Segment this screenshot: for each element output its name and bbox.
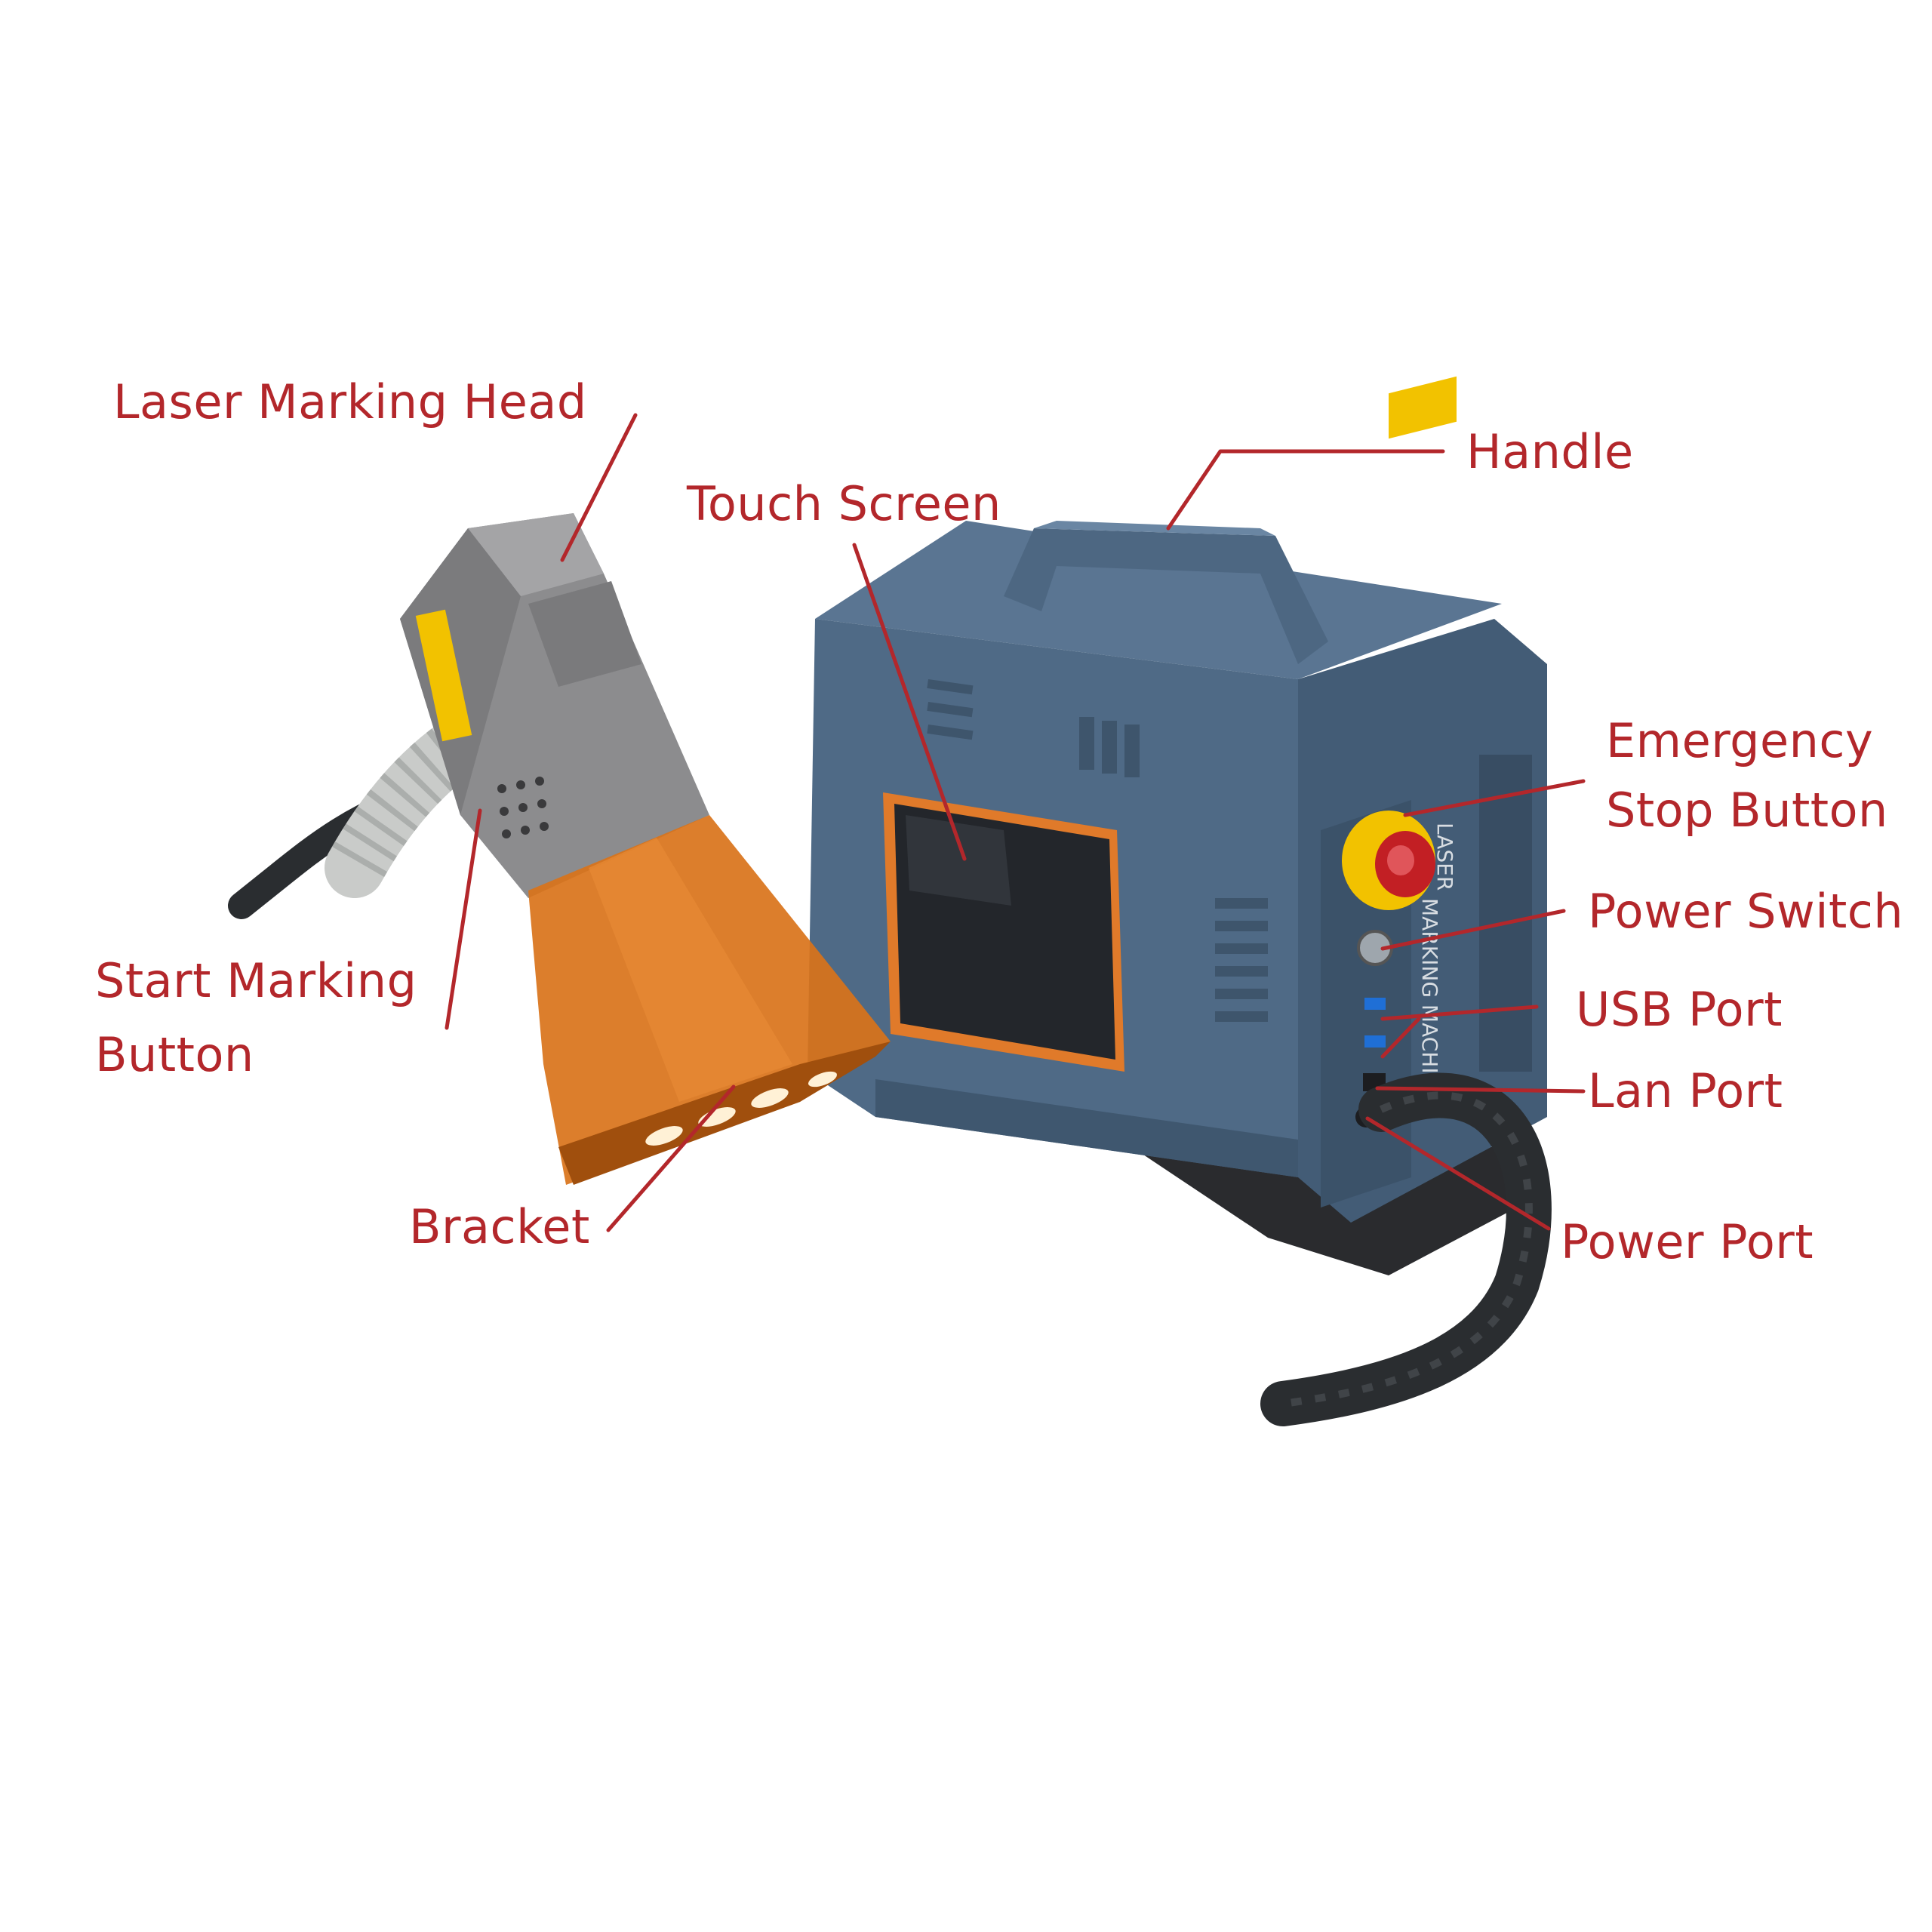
leader-touch-screen xyxy=(852,543,967,861)
side-text-laser: LASER xyxy=(1432,823,1457,891)
leader-bracket xyxy=(606,1084,736,1232)
side-text-machine: MARKING MACHINE xyxy=(1417,898,1442,1103)
leader-laser-head xyxy=(560,413,638,562)
label-usb-port: USB Port xyxy=(1576,982,1783,1037)
leader-lines xyxy=(445,413,1586,1232)
laser-head xyxy=(228,513,891,1185)
main-unit: LASER MARKING MACHINE xyxy=(808,376,1552,1426)
label-start-marking-line1: Start Marking xyxy=(95,953,417,1008)
label-start-marking-line2: Button xyxy=(95,1027,254,1082)
label-handle: Handle xyxy=(1466,424,1634,479)
label-bracket: Bracket xyxy=(409,1199,590,1254)
leader-handle xyxy=(1166,449,1445,531)
label-emergency-stop-line2: Stop Button xyxy=(1606,783,1888,838)
label-laser-marking-head: Laser Marking Head xyxy=(113,374,587,429)
leader-usb-port xyxy=(1380,1004,1539,1059)
label-power-port: Power Port xyxy=(1561,1214,1814,1269)
label-lan-port: Lan Port xyxy=(1588,1063,1783,1118)
leader-lan-port xyxy=(1375,1086,1586,1094)
label-touch-screen: Touch Screen xyxy=(687,476,1001,531)
leader-start-marking xyxy=(445,808,482,1030)
label-emergency-stop-line1: Emergency xyxy=(1606,713,1874,768)
leader-emergency-stop xyxy=(1403,779,1586,817)
leader-power-switch xyxy=(1380,909,1566,951)
label-power-switch: Power Switch xyxy=(1588,884,1904,939)
leader-power-port xyxy=(1365,1116,1551,1231)
